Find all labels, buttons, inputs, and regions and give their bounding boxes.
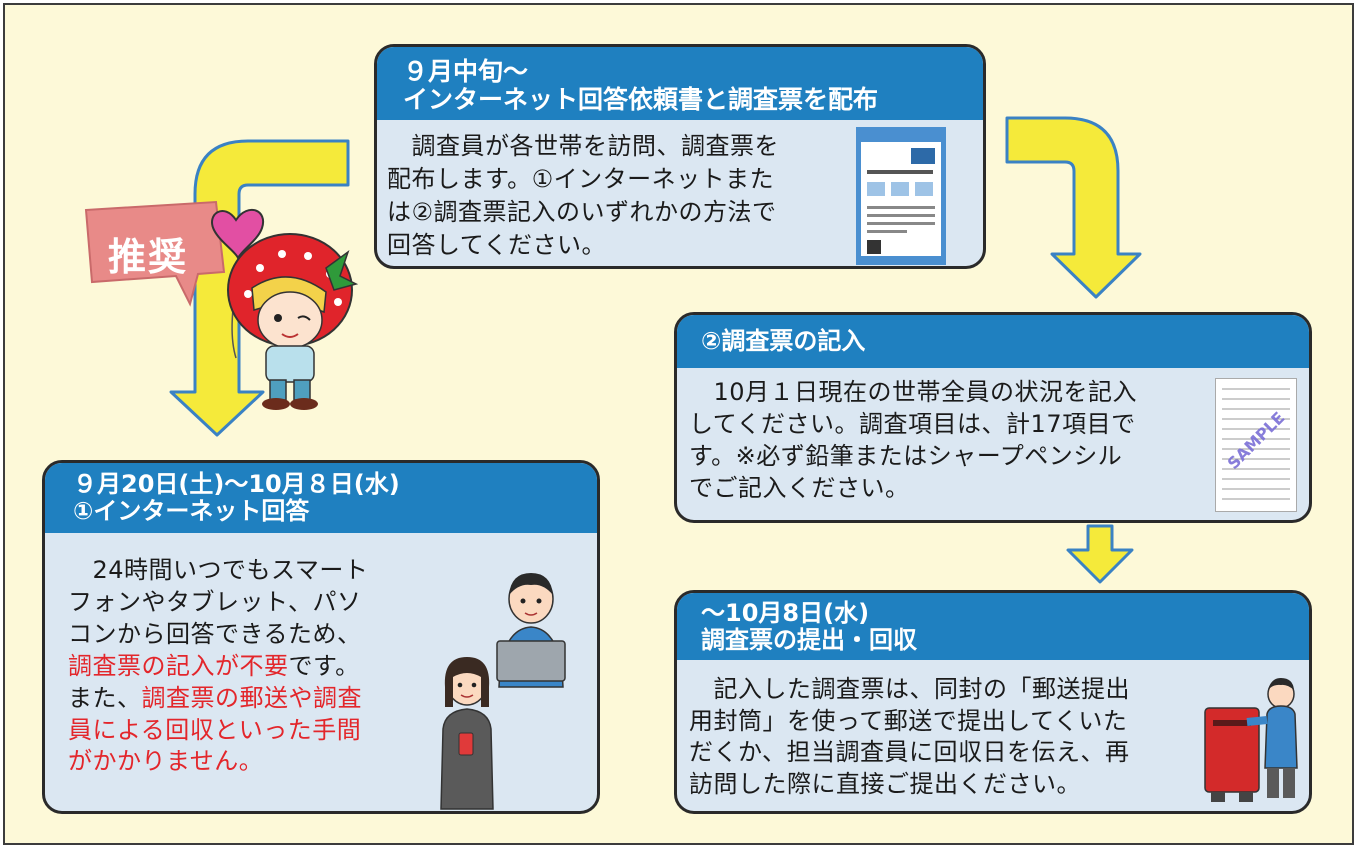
laptop-person-illustration (496, 573, 566, 688)
submission-line: 用封筒」を使って郵送で提出してくいた (689, 706, 1128, 735)
plain-text: です。 (288, 651, 360, 680)
distribution-date: ９月中旬～ (403, 56, 529, 86)
distribution-line: 配布します。①インターネットまた (387, 164, 775, 193)
internet-answer-text: 24時間いつでもスマート フォンやタブレット、パソ コンから回答できるため、 調… (68, 555, 368, 778)
internet-answer-box: ９月20日(土)～10月８日(水) ①インターネット回答 24時間いつでもスマー… (42, 460, 600, 814)
internet-answer-header: ９月20日(土)～10月８日(水) ①インターネット回答 (45, 463, 597, 533)
distribution-title: インターネット回答依頼書と調査票を配布 (403, 84, 879, 114)
emphasis-text: 調査票の郵送や調査 (141, 683, 362, 712)
survey-form-box: ②調査票の記入 10月１日現在の世帯全員の状況を記入 してください。調査項目は、… (674, 312, 1312, 523)
text-line: フォンやタブレット、パソ (68, 587, 362, 616)
strawberry-mascot-illustration (211, 208, 358, 410)
distribution-line: 回答してください。 (387, 230, 607, 259)
distribution-text: 調査員が各世帯を訪問、調査票を 配布します。①インターネットまた は②調査票記入… (387, 130, 779, 262)
distribution-header: ９月中旬～ インターネット回答依頼書と調査票を配布 (377, 47, 983, 120)
internet-answer-title: ①インターネット回答 (73, 497, 310, 525)
submission-title: 調査票の提出・回収 (701, 625, 917, 654)
survey-form-line: してください。調査項目は、計17項目で (689, 410, 1136, 439)
mailbox-person-illustration (1204, 678, 1298, 802)
submission-deadline: ～10月8日(水) (701, 598, 870, 627)
text-line: また、調査票の郵送や調査 (68, 683, 368, 715)
sample-form-image: SAMPLE (1215, 378, 1297, 512)
survey-form-title: ②調査票の記入 (701, 327, 866, 356)
distribution-line: は②調査票記入のいずれかの方法で (387, 197, 777, 226)
survey-form-line: 10月１日現在の世帯全員の状況を記入 (689, 378, 1138, 406)
text-line: 24時間いつでもスマート (68, 556, 369, 584)
submission-header: ～10月8日(水) 調査票の提出・回収 (677, 593, 1309, 660)
top-right-flow-arrow (1005, 116, 1142, 299)
survey-form-header: ②調査票の記入 (677, 315, 1309, 368)
submission-line: 記入した調査票は、同封の「郵送提出 (689, 675, 1130, 703)
text-line: コンから回答できるため、 (68, 619, 362, 648)
survey-form-text: 10月１日現在の世帯全員の状況を記入 してください。調査項目は、計17項目で す… (689, 376, 1137, 505)
submission-line: 訪問した際に直接ご提出ください。 (689, 770, 1081, 799)
recommend-label: 推奨 (108, 235, 189, 279)
submission-box: ～10月8日(水) 調査票の提出・回収 記入した調査票は、同封の「郵送提出 用封… (674, 590, 1312, 814)
sample-form-lines (1222, 388, 1290, 500)
distribution-line: 調査員が各世帯を訪問、調査票を (387, 132, 779, 160)
text-line: 調査票の記入が不要です。 (68, 651, 368, 683)
emphasis-text: 員による回収といった手間 (68, 715, 362, 744)
submission-line: だくか、担当調査員に回収日を伝え、再 (689, 738, 1130, 767)
emphasis-text: がかかりません。 (68, 747, 264, 776)
internet-answer-period: ９月20日(土)～10月８日(水) (73, 470, 400, 499)
middle-right-flow-arrow (1066, 524, 1134, 584)
survey-form-line: でご記入ください。 (689, 474, 910, 503)
plain-text: また、 (68, 683, 142, 712)
submission-text: 記入した調査票は、同封の「郵送提出 用封筒」を使って郵送で提出してくいた だくか… (689, 674, 1130, 801)
smartphone-person-illustration (440, 657, 494, 810)
distribution-box: ９月中旬～ インターネット回答依頼書と調査票を配布 調査員が各世帯を訪問、調査票… (374, 44, 986, 269)
emphasis-text: 調査票の記入が不要 (68, 651, 289, 680)
survey-form-line: す。※必ず鉛筆またはシャープペンシル (689, 442, 1123, 471)
request-document-image (856, 127, 946, 265)
